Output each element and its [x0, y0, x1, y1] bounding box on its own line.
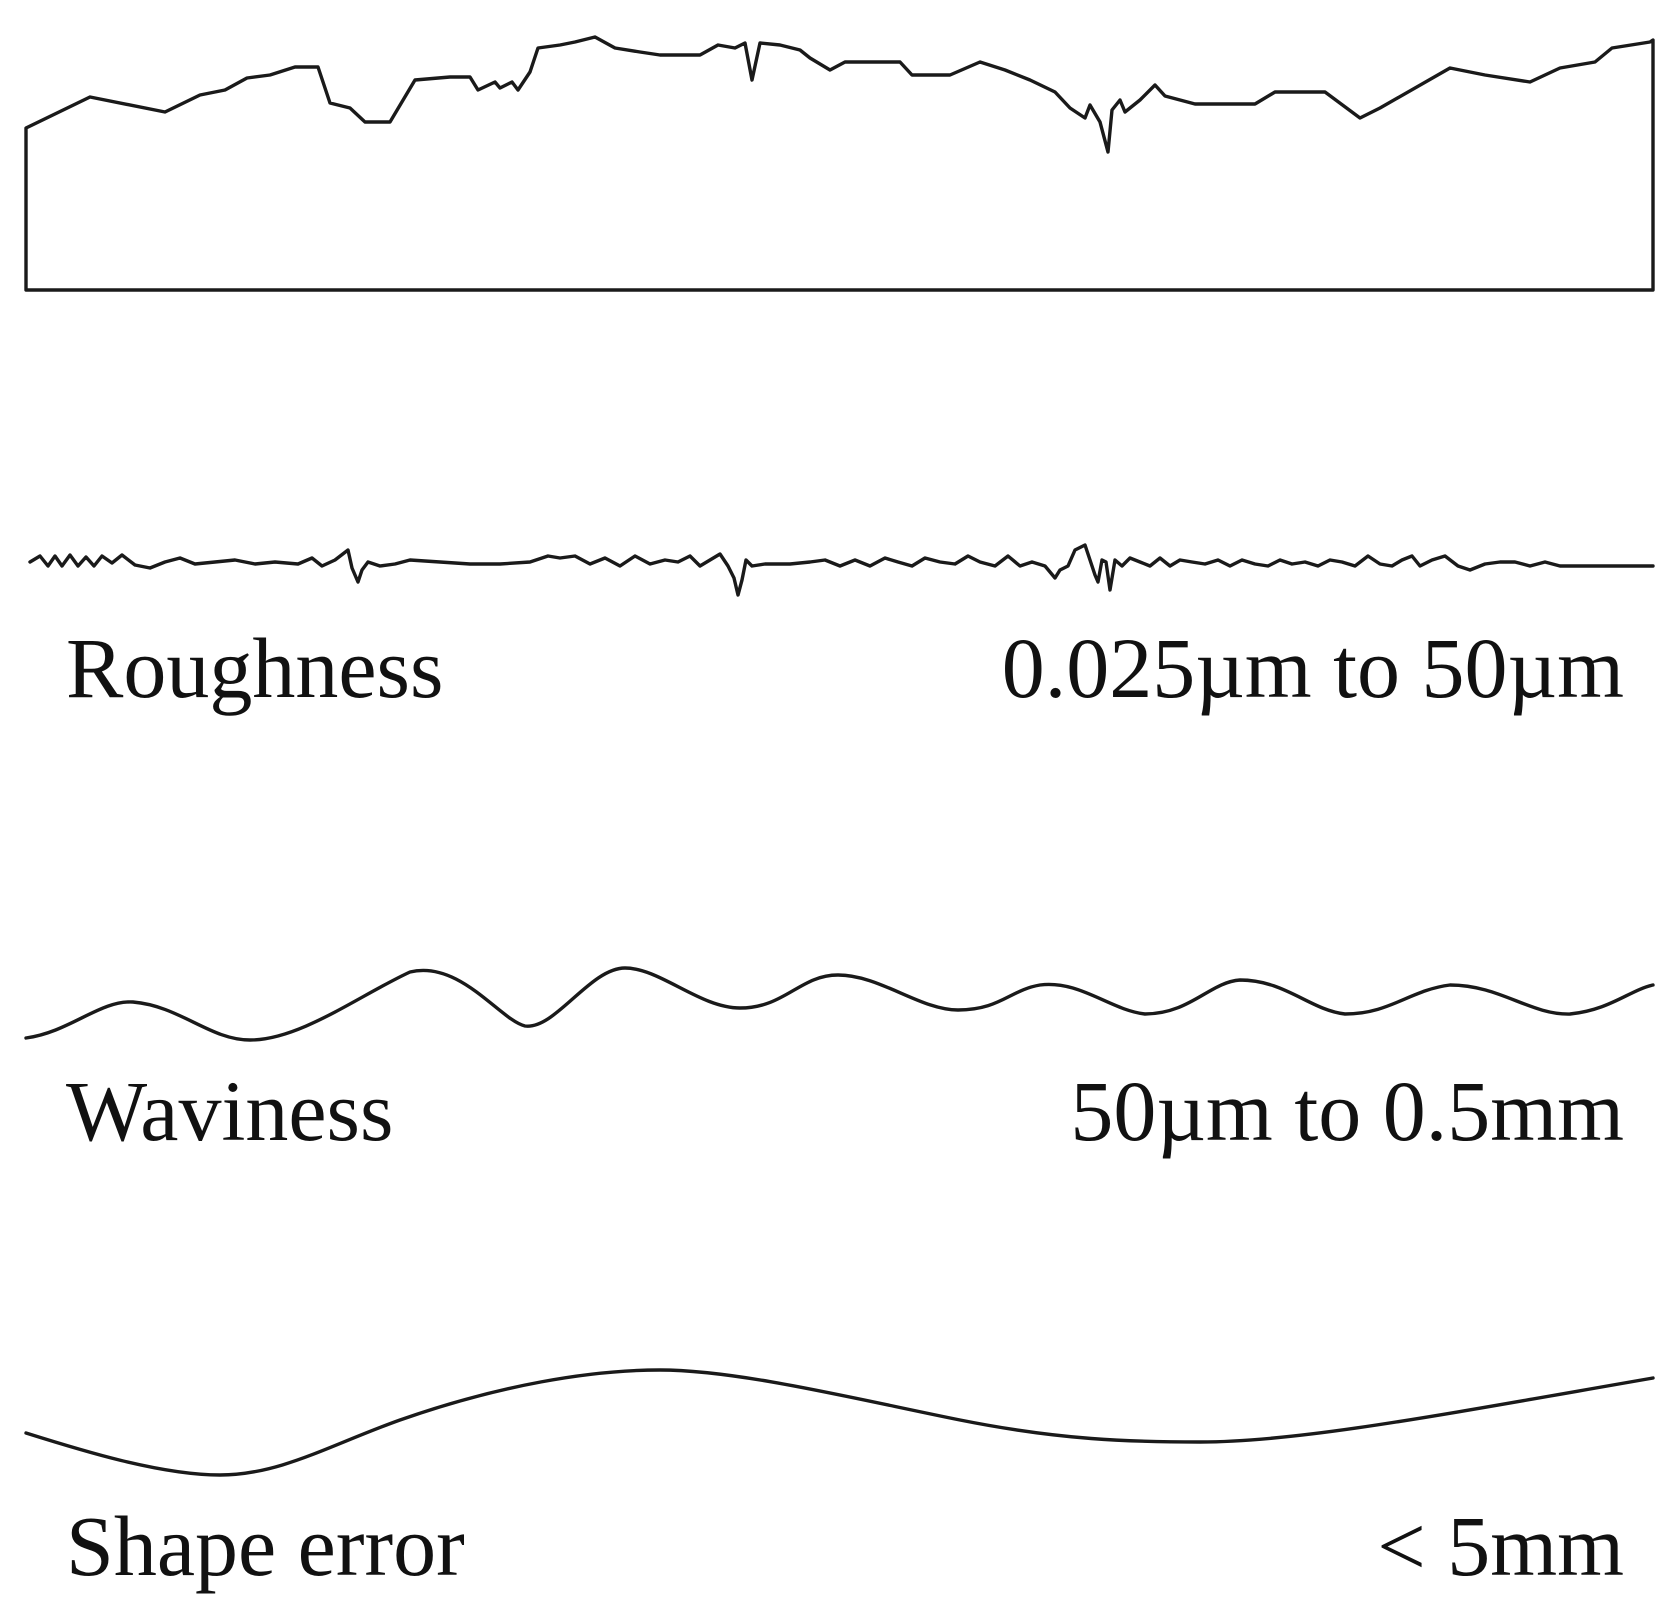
- waviness-profile: [24, 966, 1655, 1042]
- roughness-profile: [28, 543, 1655, 597]
- roughness-range: 0.025µm to 50µm: [1001, 620, 1624, 716]
- surface-profile: [24, 35, 1655, 292]
- shape-error-profile: [24, 1368, 1655, 1477]
- waviness-range: 50µm to 0.5mm: [1070, 1063, 1624, 1159]
- roughness-label: Roughness: [66, 620, 444, 716]
- shape-error-label: Shape error: [66, 1498, 465, 1594]
- waviness-label: Waviness: [66, 1063, 394, 1159]
- shape-error-range: < 5mm: [1377, 1498, 1624, 1594]
